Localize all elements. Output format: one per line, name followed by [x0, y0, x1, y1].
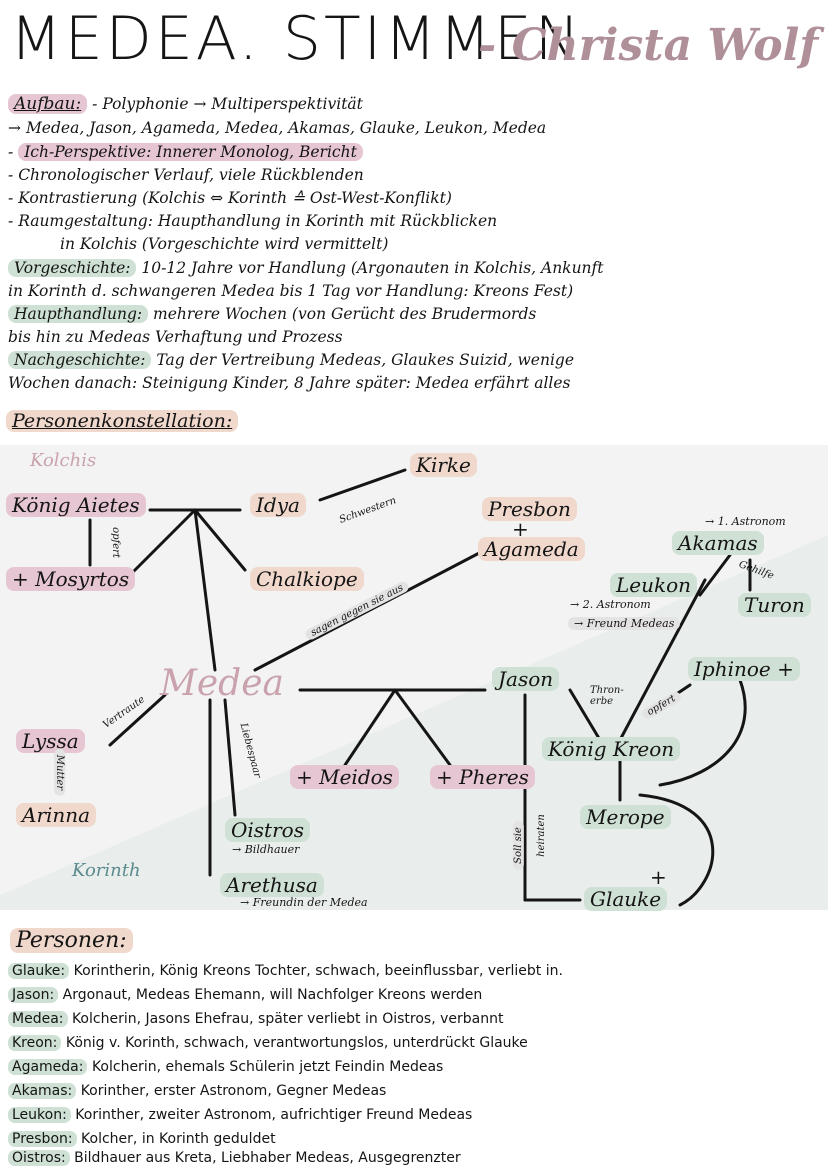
aufbau-line: Haupthandlung: mehrere Wochen (von Gerüc…: [8, 305, 536, 323]
node-turon: Turon: [738, 593, 811, 617]
arethusa-note: → Freundin der Medea: [240, 896, 368, 909]
place-korinth: Korinth: [72, 860, 141, 881]
node-akamas: Akamas: [672, 531, 764, 555]
list-item: Glauke: Korintherin, König Kreons Tochte…: [8, 963, 563, 979]
author-name: - Christa Wolf: [478, 20, 819, 71]
plus-presbon: +: [512, 517, 529, 541]
node-glauke: Glauke: [584, 887, 668, 911]
edge-label-mutter: Mutter: [54, 748, 66, 797]
node-kirke: Kirke: [410, 453, 477, 477]
aufbau-line: - Ich-Perspektive: Innerer Monolog, Beri…: [8, 143, 363, 161]
node-chalkiope: Chalkiope: [250, 567, 364, 591]
aufbau-line: → Medea, Jason, Agameda, Medea, Akamas, …: [8, 119, 547, 137]
personenkonstellation-diagram: Kolchis Korinth Kirke König Aietes Idya …: [0, 445, 828, 911]
node-oistros: Oistros: [225, 818, 310, 842]
list-item: Oistros: Bildhauer aus Kreta, Liebhaber …: [8, 1150, 461, 1166]
edge-label-thronerbe: Thron-erbe: [590, 685, 624, 707]
list-item: Kreon: König v. Korinth, schwach, verant…: [8, 1035, 528, 1051]
aufbau-line: in Kolchis (Vorgeschichte wird vermittel…: [60, 235, 389, 253]
aufbau-line: - Raumgestaltung: Haupthandlung in Korin…: [8, 212, 498, 230]
aufbau-line: bis hin zu Medeas Verhaftung und Prozess: [8, 328, 343, 346]
node-medea: Medea: [160, 663, 284, 704]
list-item: Akamas: Korinther, erster Astronom, Gegn…: [8, 1083, 386, 1099]
konstellation-heading: Personenkonstellation:: [6, 410, 239, 432]
node-leukon: Leukon: [610, 573, 698, 597]
node-koenig-aietes: König Aietes: [6, 493, 146, 517]
aufbau-line: Nachgeschichte: Tag der Vertreibung Mede…: [8, 351, 574, 369]
edge-label-opfert-1: opfert: [109, 527, 121, 558]
aufbau-line: Wochen danach: Steinigung Kinder, 8 Jahr…: [8, 374, 571, 392]
node-idya: Idya: [250, 493, 306, 517]
list-item: Jason: Argonaut, Medeas Ehemann, will Na…: [8, 987, 482, 1003]
akamas-note: → 1. Astronom: [705, 515, 786, 528]
kolchis-region: [0, 445, 828, 895]
node-koenig-kreon: König Kreon: [542, 737, 681, 761]
aufbau-line: Aufbau: - Polyphonie → Multiperspektivit…: [8, 94, 363, 114]
node-arinna: Arinna: [16, 803, 97, 827]
node-arethusa: Arethusa: [220, 873, 324, 897]
node-pheres: + Pheres: [430, 765, 535, 789]
node-iphinoe: Iphinoe +: [688, 657, 800, 681]
place-kolchis: Kolchis: [30, 450, 97, 471]
node-lyssa: Lyssa: [16, 729, 85, 753]
aufbau-line: - Chronologischer Verlauf, viele Rückble…: [8, 166, 364, 184]
node-meidos: + Meidos: [290, 765, 399, 789]
leukon-note-1: → 2. Astronom: [570, 598, 651, 611]
personen-heading: Personen:: [10, 928, 133, 953]
node-mosyrtos: + Mosyrtos: [6, 567, 136, 591]
node-presbon: Presbon: [482, 497, 577, 521]
list-item: Leukon: Korinther, zweiter Astronom, auf…: [8, 1107, 472, 1123]
oistros-note: → Bildhauer: [232, 843, 300, 856]
plus-glauke: +: [650, 865, 667, 889]
edge-label-sollsie: Soll sie: [512, 821, 524, 870]
list-item: Presbon: Kolcher, in Korinth geduldet: [8, 1131, 276, 1147]
node-agameda: Agameda: [478, 537, 585, 561]
aufbau-line: - Kontrastierung (Kolchis ⇔ Korinth ≙ Os…: [8, 189, 452, 207]
aufbau-line: in Korinth d. schwangeren Medea bis 1 Ta…: [8, 282, 574, 300]
leukon-note-2: → Freund Medeas: [568, 617, 681, 630]
aufbau-line: Vorgeschichte: 10-12 Jahre vor Handlung …: [8, 259, 604, 277]
list-item: Agameda: Kolcherin, ehemals Schülerin je…: [8, 1059, 443, 1075]
node-merope: Merope: [580, 805, 671, 829]
page-title: MEDEA. STIMMEN: [10, 4, 583, 74]
node-jason: Jason: [492, 667, 560, 691]
list-item: Medea: Kolcherin, Jasons Ehefrau, später…: [8, 1011, 503, 1027]
edge-label-heiraten: heiraten: [535, 814, 547, 857]
